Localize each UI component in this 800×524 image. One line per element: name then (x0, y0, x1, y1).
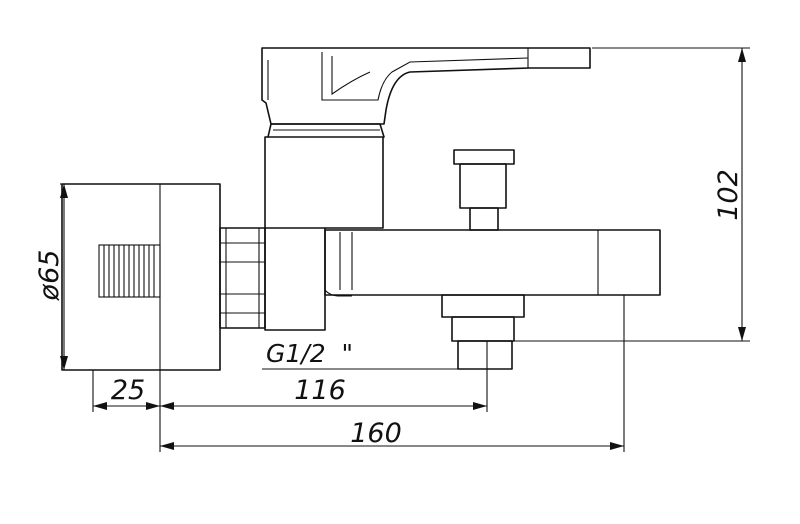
hex-nut (219, 227, 266, 329)
spout-offset-label: 116 (294, 375, 346, 406)
shower-outlet (441, 294, 525, 370)
total-length-dimension: 160 (160, 418, 624, 450)
cartridge-collar (267, 123, 385, 138)
wall-offset-label: 25 (111, 375, 145, 406)
thread-label: G1/2 " (266, 339, 353, 368)
wall-flange (61, 183, 221, 371)
height-label: 102 (713, 169, 744, 221)
total-length-label: 160 (350, 418, 402, 449)
extension-lines (92, 295, 625, 452)
thread-hatching (103, 245, 155, 297)
spout-body (324, 229, 661, 296)
wall-offset-dimension: 25 (93, 375, 160, 410)
height-dimension: 102 (514, 47, 750, 342)
diameter-label: ø65 (34, 250, 65, 302)
thread-callout: G1/2 " (262, 339, 458, 370)
mixer-body (264, 136, 384, 331)
diverter-knob (453, 149, 515, 231)
spout-offset-dimension: 116 (160, 375, 487, 410)
lever-handle (261, 47, 591, 125)
diameter-dimension: ø65 (34, 183, 68, 370)
